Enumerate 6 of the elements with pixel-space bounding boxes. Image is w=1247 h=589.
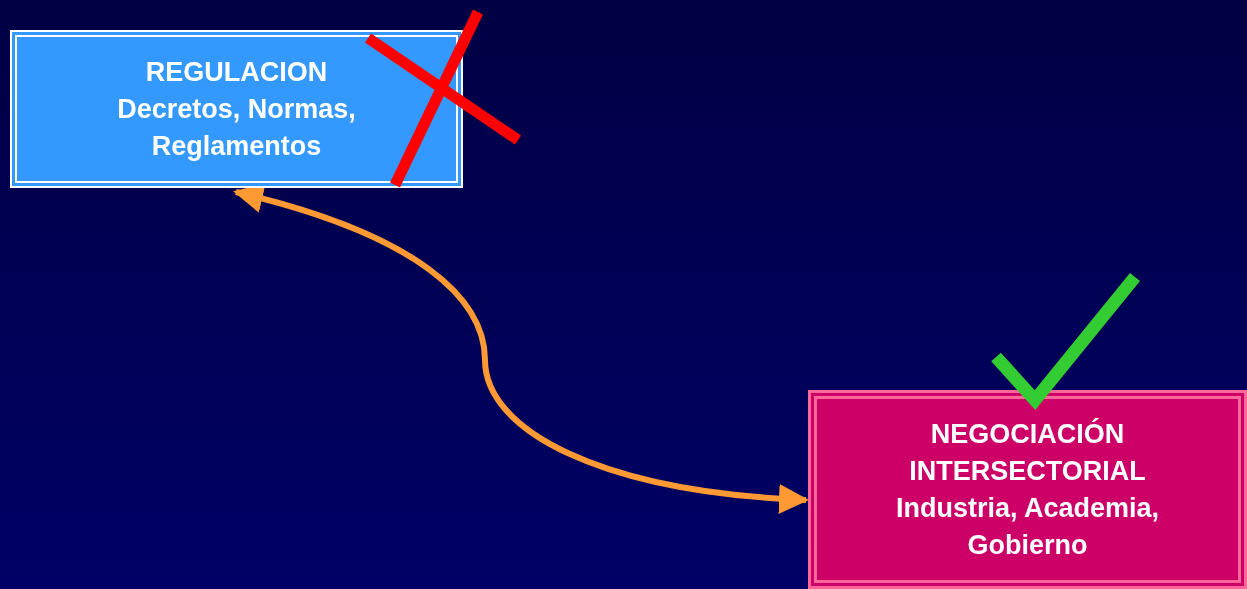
- process-box: [808, 390, 1247, 589]
- box-text: Decretos, Normas, Reglamentos: [116, 92, 357, 163]
- box-text: Industria, Academia, Gobierno: [894, 491, 1161, 562]
- box-heading: NEGOCIACIÓN INTERSECTORIAL: [908, 417, 1147, 488]
- process-box: [10, 30, 463, 188]
- box-heading: REGULACION: [144, 55, 329, 89]
